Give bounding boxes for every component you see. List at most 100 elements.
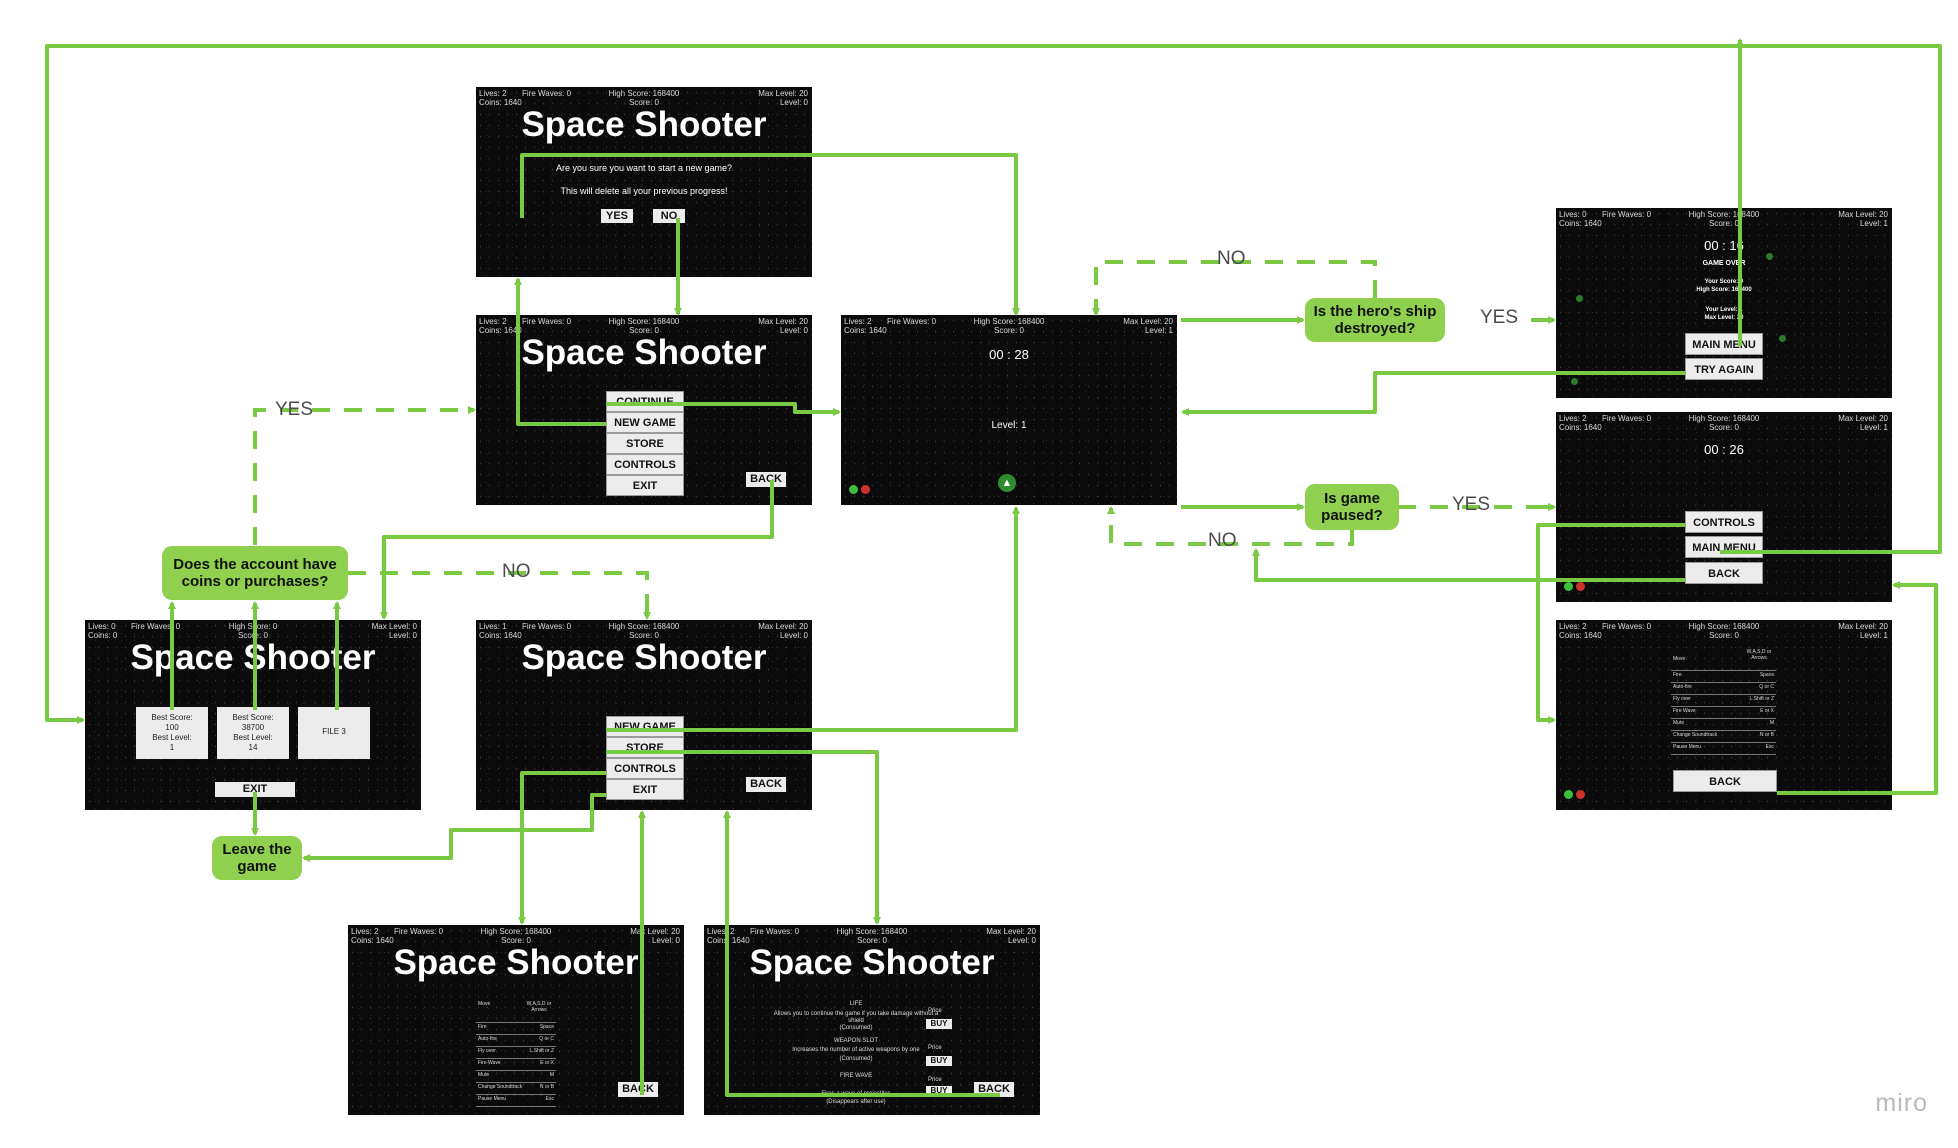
label-yes: YES	[275, 399, 314, 420]
control-action: Auto-fire	[1673, 684, 1692, 690]
hud-level: Level: 0	[651, 936, 680, 945]
buy-life-button[interactable]: BUY	[926, 1019, 952, 1029]
store-button[interactable]: STORE	[606, 433, 684, 454]
control-action: Fire	[1673, 672, 1682, 678]
hud-score: Score: 0	[1709, 219, 1739, 228]
controls-button[interactable]: CONTROLS	[606, 454, 684, 475]
hud-lives: Lives: 2	[351, 927, 379, 936]
store-firewave-title: FIRE WAVE	[839, 1073, 873, 1079]
control-key: W,A,S,D or Arrows	[526, 1001, 552, 1013]
hud-coins: Coins: 0	[88, 631, 118, 640]
hud-high-score: High Score: 168400	[608, 89, 680, 98]
new-game-button[interactable]: NEW GAME	[606, 412, 684, 433]
hud-high-score: High Score: 168400	[836, 927, 908, 936]
exit-button[interactable]: EXIT	[606, 779, 684, 800]
hud-level: Level: 0	[779, 326, 808, 335]
hud-max-level: Max Level: 20	[1838, 622, 1888, 631]
control-key: Esc	[1765, 744, 1774, 750]
file-2-level-label: Best Level:	[233, 733, 273, 742]
game-over-title: GAME OVER	[1702, 260, 1746, 267]
hud-max-level: Max Level: 20	[758, 622, 808, 631]
game-timer: 00 : 16	[1704, 238, 1744, 253]
hud-max-level: Max Level: 20	[986, 927, 1036, 936]
fire-icon	[861, 485, 870, 494]
connector	[1181, 371, 1685, 416]
control-key: Q or C	[1759, 684, 1774, 690]
hud-high-score: High Score: 168400	[608, 317, 680, 326]
connector	[723, 810, 1000, 1097]
connector	[606, 750, 881, 925]
buy-firewave-button[interactable]: BUY	[926, 1086, 952, 1096]
control-action: Mute	[1673, 720, 1685, 726]
player-ship-icon: ▲	[998, 474, 1016, 492]
file-2-button[interactable]: Best Score: 38700 Best Level: 14	[217, 707, 289, 759]
control-key: N or B	[1759, 732, 1774, 738]
back-button[interactable]: BACK	[618, 1082, 658, 1097]
controls-row: Auto-fire Q or C	[1671, 683, 1776, 695]
hud-max-level: Max Level: 20	[630, 927, 680, 936]
file-1-level: 1	[169, 743, 175, 752]
hud-coins: Coins: 1640	[1559, 423, 1602, 432]
enemy-icon	[1576, 295, 1583, 302]
powerup-icons	[849, 485, 873, 497]
store-life-price-label: Price	[928, 1008, 942, 1014]
hud-lives: Lives: 0	[1559, 210, 1587, 219]
level-indicator: Level: 1	[991, 420, 1027, 431]
controls-button[interactable]: CONTROLS	[606, 758, 684, 779]
hud-score: Score: 0	[238, 631, 268, 640]
fire-icon	[1576, 790, 1585, 799]
hud-coins: Coins: 1640	[1559, 631, 1602, 640]
hud-score: Score: 0	[501, 936, 531, 945]
hud-high-score: High Score: 168400	[1688, 622, 1760, 631]
back-button[interactable]: BACK	[1673, 770, 1777, 792]
back-button[interactable]: BACK	[1685, 562, 1763, 584]
exit-button[interactable]: EXIT	[606, 475, 684, 496]
hud-lives: Lives: 0	[88, 622, 116, 631]
file-1-button[interactable]: Best Score: 100 Best Level: 1	[136, 707, 208, 759]
fire-icon	[1576, 582, 1585, 591]
game-timer: 00 : 26	[1704, 442, 1744, 457]
hud-high-score: High Score: 168400	[1688, 210, 1760, 219]
file-3-label: FILE 3	[322, 727, 346, 736]
your-level: Your Level: 1	[1705, 307, 1743, 313]
store-life-note: (Consumed)	[839, 1025, 873, 1031]
hud-level: Level: 1	[1859, 219, 1888, 228]
hud-fire-waves: Fire Waves: 0	[522, 89, 572, 98]
hud-lives: Lives: 2	[479, 89, 507, 98]
yes-button[interactable]: YES	[601, 209, 633, 223]
powerup-icons	[1564, 790, 1588, 802]
file-1-score: 100	[165, 723, 179, 732]
label-no: NO	[1208, 530, 1237, 551]
buy-weapon-button[interactable]: BUY	[926, 1056, 952, 1066]
game-timer: 00 : 28	[989, 347, 1029, 362]
exit-button[interactable]: EXIT	[215, 782, 295, 797]
controls-button[interactable]: CONTROLS	[1685, 511, 1763, 533]
try-again-button[interactable]: TRY AGAIN	[1685, 358, 1763, 380]
store-firewave-note: (Disappears after use)	[826, 1099, 886, 1105]
control-action: Fly over	[478, 1048, 496, 1054]
back-button[interactable]: BACK	[746, 777, 786, 792]
control-key: Space	[1759, 672, 1774, 678]
control-action: Fire Wave	[478, 1060, 501, 1066]
file-3-button[interactable]: FILE 3	[298, 707, 370, 759]
enemy-icon	[1766, 253, 1773, 260]
hud-fire-waves: Fire Waves: 0	[522, 622, 572, 631]
hud-level: Level: 0	[388, 631, 417, 640]
decision-game-paused: Is game paused?	[1305, 484, 1399, 530]
miro-logo: miro	[1875, 1089, 1928, 1117]
